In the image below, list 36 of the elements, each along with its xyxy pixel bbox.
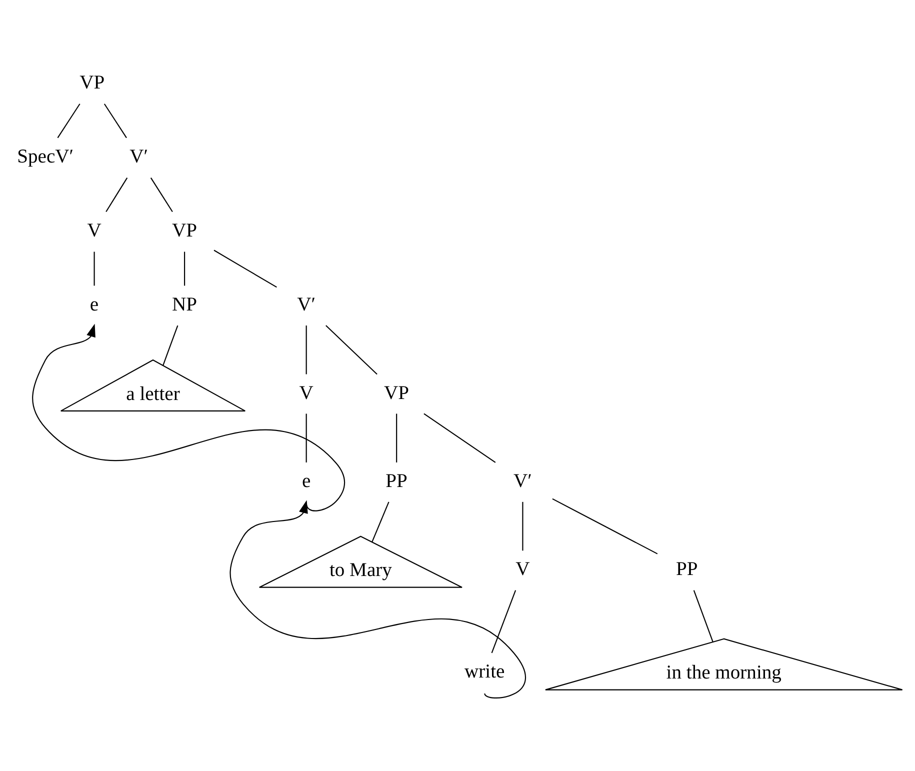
node-text: SpecV′ <box>17 146 74 168</box>
arrow <box>230 500 526 698</box>
connector <box>104 104 127 138</box>
node-text: V <box>299 382 314 404</box>
connector <box>106 178 128 212</box>
node-text: V <box>516 559 530 580</box>
node-text: V <box>87 220 102 242</box>
connector <box>424 413 496 463</box>
node-text: VP <box>172 220 198 242</box>
connector <box>522 502 524 551</box>
connector <box>306 326 307 374</box>
node-text: VP <box>80 72 105 94</box>
node-text: NP <box>172 294 198 316</box>
node-text: VP <box>384 382 410 404</box>
connector <box>150 178 173 212</box>
connector <box>306 414 307 462</box>
connector <box>693 590 714 642</box>
connector <box>214 250 277 288</box>
connector <box>552 498 658 554</box>
node-text: V′ <box>130 146 148 168</box>
node-text: PP <box>676 559 698 580</box>
connector <box>396 414 398 462</box>
node-text: V′ <box>297 294 316 316</box>
connector <box>57 104 80 138</box>
node-text: e <box>90 294 99 316</box>
connector <box>372 502 390 542</box>
node-text: PP <box>386 470 408 492</box>
arrow <box>32 324 345 512</box>
node-text: e <box>302 470 311 492</box>
connector <box>162 325 178 366</box>
connector <box>94 252 95 286</box>
connector <box>326 325 378 375</box>
connector <box>491 590 516 654</box>
connector <box>184 252 186 286</box>
node-text: write <box>464 662 505 683</box>
node-text: V′ <box>514 470 532 492</box>
